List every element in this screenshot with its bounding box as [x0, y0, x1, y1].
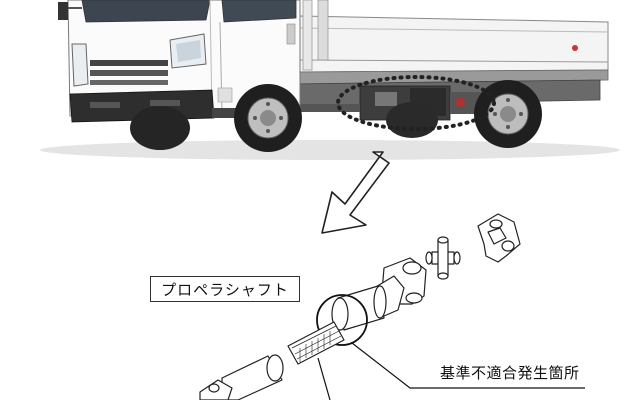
rear-wheel: [474, 80, 542, 148]
defect-location-label: 基準不適合発生箇所: [440, 366, 580, 382]
shaft-leader-line: [317, 357, 331, 400]
shaft-tube: [221, 354, 284, 400]
rear-wheel-inner: [386, 102, 438, 138]
propeller-shaft-diagram: [199, 213, 585, 400]
universal-joint-cross: [425, 236, 461, 280]
truck-cargo-bed: [299, 0, 609, 85]
propeller-shaft-label: プロペラシャフト: [150, 276, 300, 302]
truck-cab: [58, 0, 301, 123]
truck-illustration: [40, 0, 620, 160]
end-yoke: [477, 213, 521, 263]
front-wheel: [234, 84, 302, 152]
flange-yoke: [199, 379, 233, 400]
front-wheel-inner: [130, 106, 190, 150]
pointer-arrow: [321, 151, 390, 234]
spline-shaft: [287, 321, 345, 365]
defect-leader-line: [351, 342, 585, 389]
spline-sleeve: [331, 285, 387, 331]
defect-circle: [316, 294, 368, 346]
highlight-ellipse: [336, 75, 496, 131]
